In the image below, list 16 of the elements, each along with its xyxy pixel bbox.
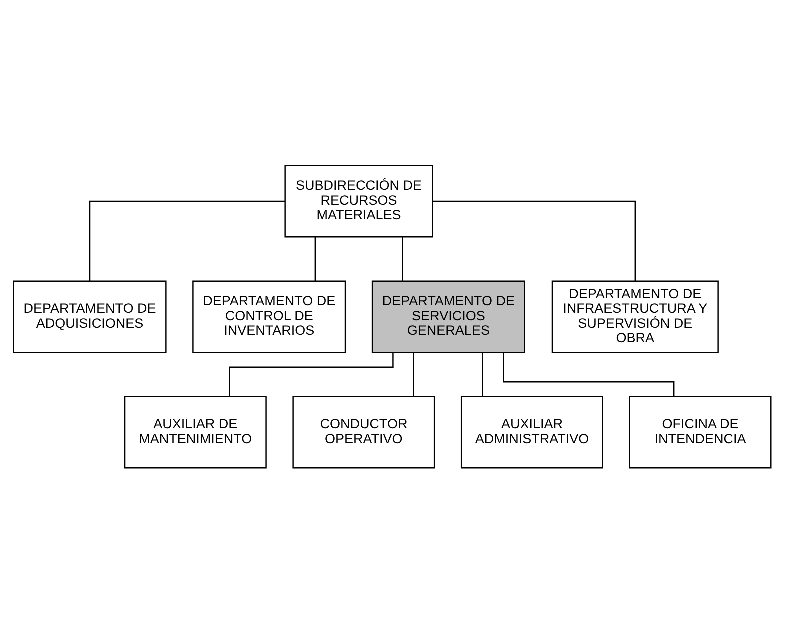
connector [432, 200, 636, 282]
connector [402, 237, 404, 282]
connector [314, 237, 316, 282]
node-box: CONDUCTOR OPERATIVO [292, 396, 436, 469]
connector [89, 200, 286, 282]
node-box: DEPARTAMENTO DE SERVICIOS GENERALES [372, 280, 526, 354]
connector [413, 352, 415, 397]
connector [482, 352, 484, 397]
node-box: AUXILIAR DE MANTENIMIENTO [124, 396, 267, 469]
node-box: OFICINA DE INTENDENCIA [629, 396, 772, 469]
connector [229, 353, 394, 396]
node-box: SUBDIRECCIÓN DE RECURSOS MATERIALES [284, 165, 434, 238]
node-box: DEPARTAMENTO DE INFRAESTRUCTURA Y SUPERVISIÓN DE OBRA [552, 280, 719, 354]
node-box: DEPARTAMENTO DE CONTROL DE INVENTARIOS [192, 280, 346, 354]
node-box: DEPARTAMENTO DE ADQUISICIONES [13, 280, 167, 354]
node-box: AUXILIAR ADMINISTRATIVO [460, 396, 604, 469]
